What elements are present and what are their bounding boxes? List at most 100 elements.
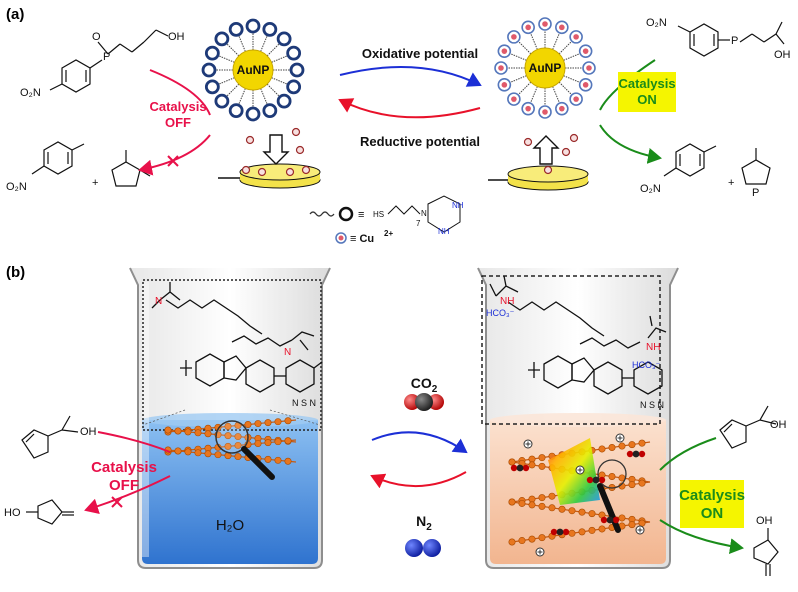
- reductive-arrow: [338, 98, 481, 119]
- substrate-right-p: P: [731, 35, 738, 47]
- svg-text:2+: 2+: [384, 229, 393, 238]
- zoom-box-right: [481, 275, 661, 425]
- polymer-bead: [204, 430, 212, 438]
- aunp-left: [201, 18, 305, 122]
- svg-text:NH: NH: [438, 227, 450, 236]
- cu-ion: [573, 34, 579, 40]
- cu-ion: [586, 65, 592, 71]
- ligand-head: [289, 62, 305, 78]
- polymer-bead: [234, 441, 242, 449]
- cu-ion: [559, 105, 565, 112]
- polymer-bead: [548, 504, 556, 512]
- polymer-bead: [608, 472, 616, 480]
- svg-text:≡ Cu: ≡ Cu: [350, 233, 374, 245]
- cu-ion: [501, 48, 508, 54]
- acid-oh-right: OH: [770, 419, 787, 431]
- ligand-head: [262, 21, 278, 37]
- products-right-p: P: [752, 187, 759, 199]
- catalysis-on-a-box: [618, 72, 676, 112]
- polymer-structure-right: [489, 275, 667, 395]
- ligand-head: [214, 31, 230, 47]
- lactone-ho-left: HO: [4, 507, 21, 519]
- polymer-bead: [184, 448, 192, 456]
- arrow-down-outline-icon: [262, 134, 290, 165]
- ligand-chain: [552, 86, 561, 104]
- lactone-right: [753, 528, 779, 576]
- polymer-bead: [284, 437, 292, 445]
- ligand-head: [228, 103, 244, 119]
- off-input-arrow-a: [149, 69, 211, 116]
- polymer-bead: [528, 461, 536, 469]
- polymer-bead: [184, 428, 192, 436]
- substrate-right-oh: OH: [774, 49, 791, 61]
- cu-ion: [291, 127, 301, 137]
- polymer-bead: [548, 492, 556, 500]
- cu-ion: [525, 105, 531, 112]
- ligand-chain: [517, 40, 532, 55]
- polymer-bead: [608, 444, 616, 452]
- polymer-bead: [598, 445, 606, 453]
- ligand-head: [286, 45, 302, 61]
- polymer-bead: [518, 537, 526, 545]
- ligand-chain: [266, 83, 281, 98]
- off-input-arrow-b: [97, 431, 171, 453]
- zoom-line-left-1: [142, 409, 186, 426]
- ligand-chain: [225, 83, 240, 98]
- ligand-chain: [529, 86, 538, 104]
- catalysis-off-b-line2: OFF: [109, 477, 139, 494]
- polymer-bead: [264, 455, 272, 463]
- ligand-chain: [260, 88, 269, 106]
- polymer-bead: [274, 418, 282, 426]
- ligand-chain: [266, 42, 281, 57]
- polymer-bead: [558, 505, 566, 513]
- cu-ion: [559, 24, 565, 31]
- furoic-acid-right: [719, 405, 777, 449]
- substrate-left-oh: OH: [168, 31, 185, 43]
- electrode-right: [488, 165, 589, 191]
- co2-oxygen: [510, 464, 518, 472]
- polymer-bead: [194, 449, 202, 457]
- cu-ions-right: [523, 133, 579, 175]
- cu-ion: [301, 165, 311, 175]
- thiadiazole-left: N S N: [292, 398, 316, 408]
- polymer-bead: [274, 438, 282, 446]
- polymer-bead: [234, 433, 242, 441]
- n2-reverse-arrow: [370, 471, 467, 489]
- catalysis-on-b-line2: ON: [701, 505, 724, 522]
- svg-text:HS: HS: [373, 210, 384, 219]
- co2-carbon: [632, 450, 640, 458]
- ligand-chain: [563, 75, 581, 84]
- cu-ion: [582, 48, 589, 54]
- oxidative-arrow: [339, 66, 482, 87]
- co2-oxygen: [598, 476, 606, 484]
- cu-ion: [511, 34, 517, 40]
- thiadiazole-right: N S N: [640, 400, 664, 410]
- co2-oxygen: [586, 476, 594, 484]
- inhibition-cross-icon: [167, 155, 179, 167]
- ligand-head: [204, 45, 220, 61]
- ligand-chain: [509, 75, 527, 84]
- polymer-bead: [638, 439, 646, 447]
- polymer-bead: [628, 441, 636, 449]
- beaker-left: [129, 267, 331, 569]
- polymer-bead: [628, 481, 636, 489]
- cu-ion: [542, 21, 548, 27]
- lactone-oh-right: OH: [756, 515, 773, 527]
- co2-carbon: [606, 516, 614, 524]
- light-emission: [548, 438, 600, 505]
- svg-text:NH: NH: [452, 201, 464, 210]
- ligand-chain: [517, 81, 532, 96]
- cu-ion: [285, 167, 295, 177]
- polymer-bead: [274, 456, 282, 464]
- cu-ion: [501, 82, 508, 88]
- arrow-up-outline-icon: [532, 135, 560, 165]
- polymer-bead: [528, 495, 536, 503]
- catalysis-on-a-line2: ON: [637, 92, 657, 107]
- products-left-o2n: O₂N: [6, 181, 27, 193]
- ligand-head: [276, 93, 292, 109]
- on-output-arrow-b: [659, 519, 744, 555]
- polymer-bead: [254, 440, 262, 448]
- polymer-bead: [638, 519, 646, 527]
- co2-forward-arrow: [371, 431, 468, 454]
- substrate-right: [677, 21, 785, 57]
